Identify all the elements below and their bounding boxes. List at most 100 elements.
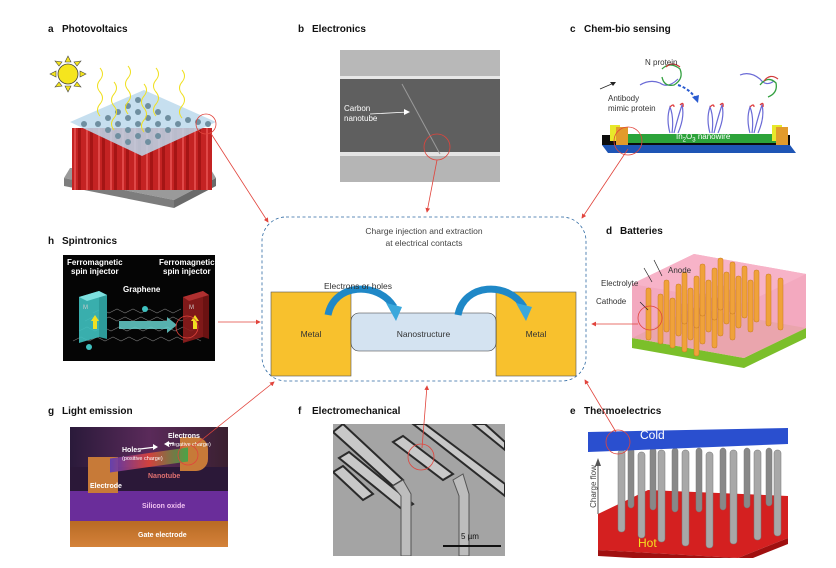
charge-arrow-left	[324, 285, 402, 321]
spintronics-illustration: Ferromagnetic spin injector Ferromagneti…	[63, 255, 215, 361]
central-title: Charge injection and extraction at elect…	[258, 225, 590, 249]
left-injector-label: Ferromagnetic spin injector	[67, 258, 123, 276]
graphene-label: Graphene	[123, 285, 161, 294]
electrolyte-label: Electrolyte	[601, 279, 639, 288]
panel-title: Electronics	[312, 24, 366, 35]
panel-title: Light emission	[62, 406, 133, 417]
light-rays	[97, 65, 185, 133]
charge-flow-arrow	[595, 458, 601, 514]
photovoltaics-illustration	[49, 55, 217, 208]
magnet-symbol: M	[83, 305, 88, 311]
magnet-symbol: M	[189, 305, 194, 311]
left-injector	[79, 291, 99, 343]
carbon-nanotube-annotation: Carbon nanotube	[344, 104, 377, 124]
annotation-line: spin injector	[163, 267, 211, 276]
nanowire	[620, 134, 780, 143]
cold-label: Cold	[640, 428, 665, 442]
contact-highlight-circle	[175, 315, 199, 339]
electromechanical-sem-image: 5 µm	[333, 424, 505, 556]
right-injector	[183, 291, 203, 343]
panel-letter: g	[48, 406, 55, 417]
panel-a-label: a Photovoltaics	[48, 24, 128, 35]
nanostructure-box	[350, 312, 497, 352]
scale-bar-label: 5 µm	[461, 532, 479, 541]
panel-title: Thermoelectrics	[584, 406, 662, 417]
panel-f-label: f Electromechanical	[298, 406, 400, 417]
nanowire-text: O	[686, 132, 693, 141]
panel-g-label: g Light emission	[48, 406, 133, 417]
charge-flow-label: Charge flow	[588, 465, 598, 508]
nanostructure-label: Nanostructure	[396, 329, 451, 339]
contact-highlight-circle	[195, 113, 217, 135]
gate-electrode-layer	[70, 521, 228, 547]
panel-title: Electromechanical	[312, 406, 401, 417]
electrons-label: Electrons (negative charge)	[168, 433, 211, 449]
n-protein-label: N protein	[645, 58, 678, 67]
contact-highlight-circle	[637, 305, 663, 331]
nanowire-label: In2O3 nanowire	[676, 132, 730, 144]
light-emission-illustration: Holes (positive charge) Electrons (negat…	[70, 427, 228, 547]
contact-highlight-circle	[407, 443, 435, 471]
panel-b-label: b Electronics	[298, 24, 366, 35]
sun-icon	[49, 55, 87, 93]
contact-highlight-circle	[177, 444, 199, 466]
contact-highlight-circle	[423, 133, 451, 161]
electrode-edge	[340, 76, 500, 79]
annotation-line: (negative charge)	[168, 442, 211, 448]
spin-current-arrow	[119, 317, 177, 333]
panel-letter: f	[298, 406, 302, 417]
right-metal-contact	[495, 291, 577, 377]
nanowire-text: nanowire	[695, 132, 731, 141]
panel-letter: a	[48, 24, 54, 35]
central-contact-diagram	[261, 216, 587, 382]
carrier-label: Electrons or holes	[324, 281, 393, 291]
electrode-edge	[340, 152, 500, 156]
panel-title: Chem-bio sensing	[584, 24, 671, 35]
hot-label: Hot	[638, 536, 657, 550]
panel-c-label: c Chem-bio sensing	[570, 24, 671, 35]
annotation-line: Carbon	[344, 104, 371, 113]
panel-e-label: e Thermoelectrics	[570, 406, 661, 417]
charge-arrow-right	[454, 285, 532, 321]
panel-title: Photovoltaics	[62, 24, 128, 35]
subscript: 3	[692, 137, 696, 144]
anode-label: Anode	[668, 266, 692, 275]
electrode-top	[340, 50, 500, 76]
nanopillar-array	[617, 447, 782, 549]
right-injector-label: Ferromagnetic spin injector	[159, 258, 215, 276]
silicon-oxide-label: Silicon oxide	[142, 503, 186, 510]
annotation-line: Holes	[122, 447, 142, 454]
annotation-line: Antibody	[608, 94, 640, 103]
cathode-label: Cathode	[596, 297, 627, 306]
annotation-line: Ferromagnetic	[67, 258, 123, 267]
nanorod-array	[645, 257, 784, 357]
panel-letter: e	[570, 406, 576, 417]
holes-label: Holes (positive charge)	[122, 447, 163, 463]
panel-letter: c	[570, 24, 576, 35]
annotation-line: Ferromagnetic	[159, 258, 215, 267]
left-metal-contact	[270, 291, 352, 377]
thermoelectrics-illustration: Cold Hot Charge flow	[588, 428, 788, 558]
chem-bio-sensor-illustration	[599, 63, 796, 156]
gate-electrode-label: Gate electrode	[138, 532, 187, 539]
electrode-label: Electrode	[90, 483, 122, 490]
antibody-label: Antibody mimic protein	[608, 94, 656, 114]
annotation-line: nanotube	[344, 114, 378, 123]
panel-title: Spintronics	[62, 236, 118, 247]
panel-letter: b	[298, 24, 305, 35]
transparent-top-layer	[70, 90, 216, 156]
nanowire-text: In	[676, 132, 683, 141]
electronics-sem-image: Carbon nanotube	[340, 50, 500, 182]
panel-title: Batteries	[620, 226, 663, 237]
annotation-line: spin injector	[71, 267, 119, 276]
title-line: at electrical contacts	[385, 238, 463, 248]
right-metal-label: Metal	[525, 329, 547, 339]
antibody-protein	[639, 73, 775, 134]
annotation-line: Electrons	[168, 433, 200, 440]
nanotube-label: Nanotube	[148, 473, 181, 480]
dashed-border	[261, 216, 587, 382]
subscript: 2	[682, 137, 687, 144]
contact-highlight-circle	[605, 429, 631, 455]
battery-illustration	[632, 254, 806, 368]
